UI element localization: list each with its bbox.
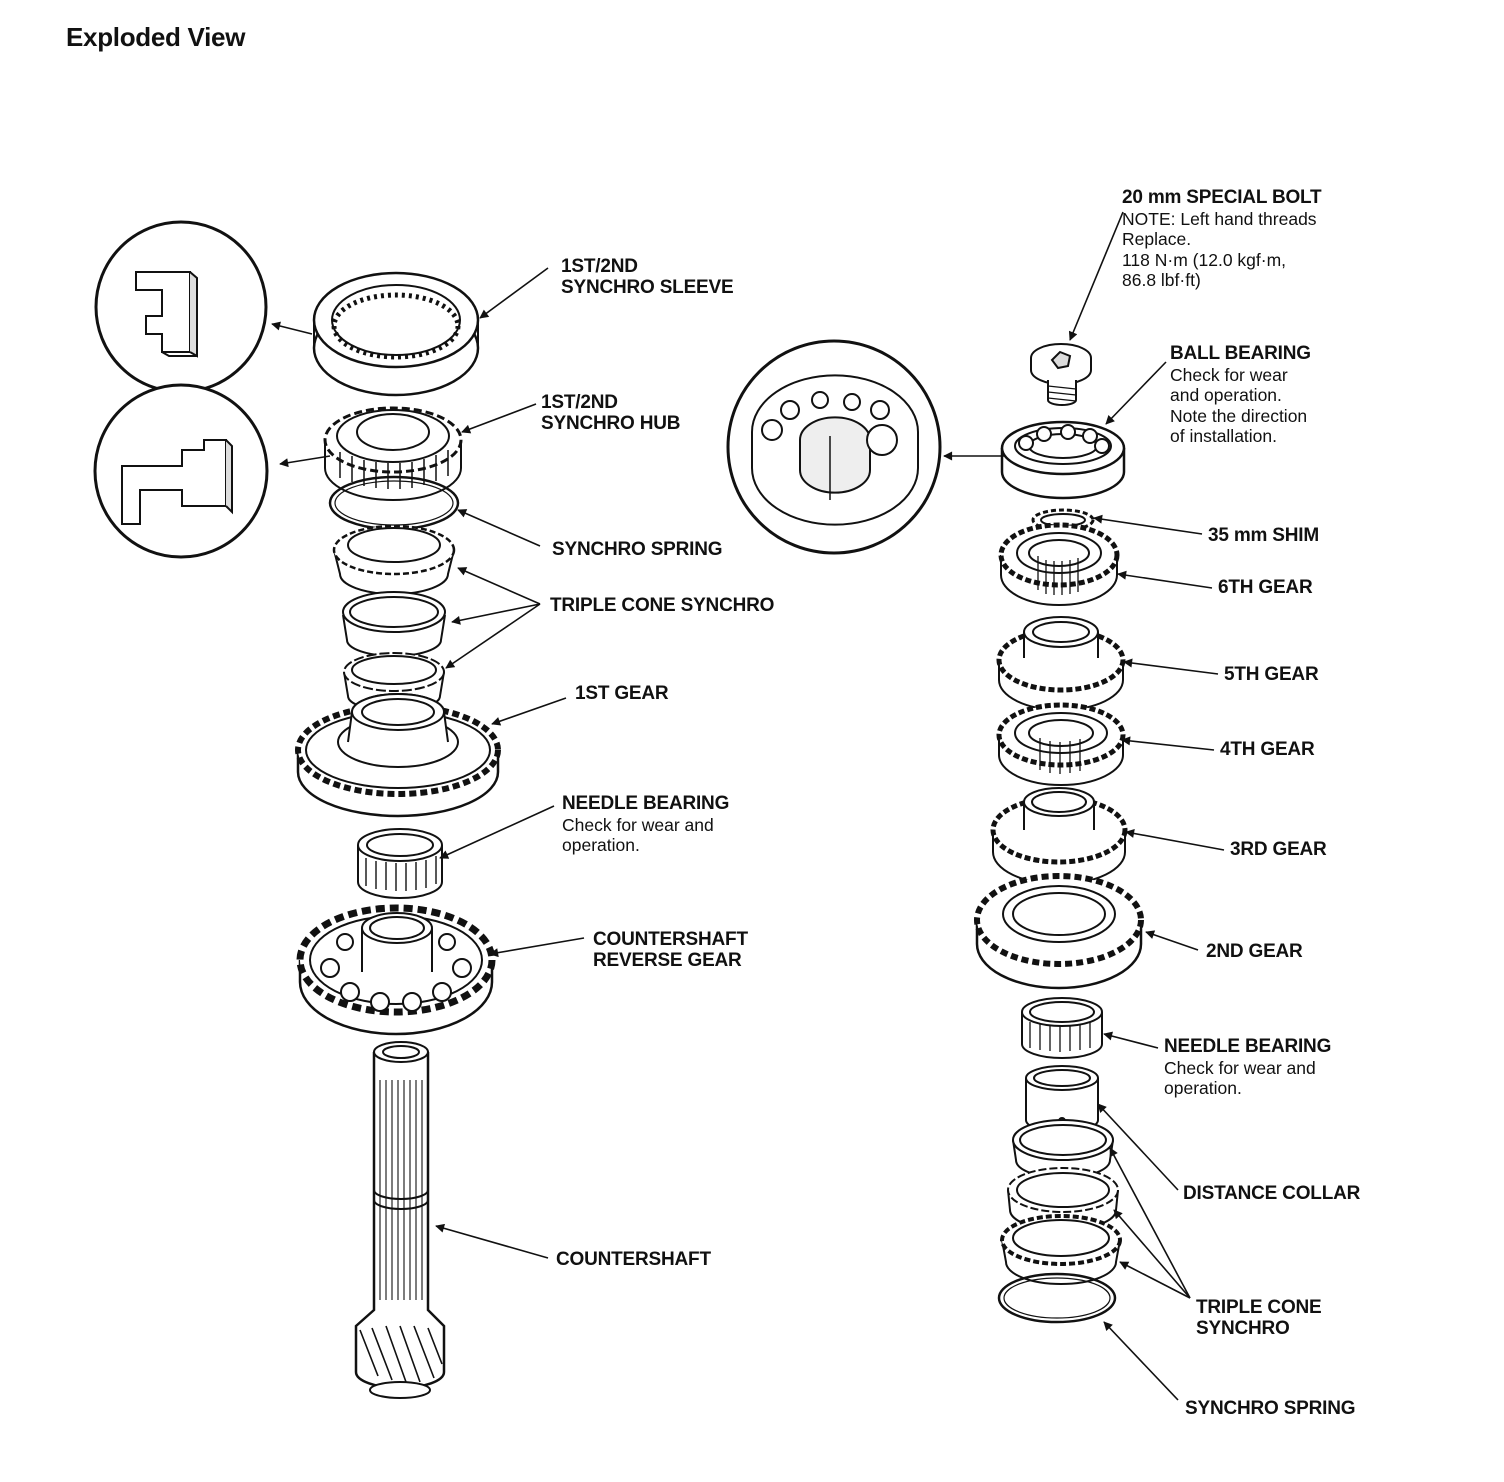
special-bolt-label: 20 mm SPECIAL BOLT NOTE: Left hand threa… xyxy=(1122,187,1322,291)
ball-bearing-note-3: Note the direction xyxy=(1170,405,1308,426)
needle-bearing-right-title: NEEDLE BEARING xyxy=(1164,1036,1332,1057)
ball-bearing-note-4: of installation. xyxy=(1170,426,1278,447)
third-gear-label: 3RD GEAR xyxy=(1230,839,1327,860)
reverse-gear-label: COUNTERSHAFT REVERSE GEAR xyxy=(593,929,748,971)
second-gear-label: 2ND GEAR xyxy=(1206,941,1303,962)
needle-bearing-left-note-1: Check for wear and xyxy=(562,814,714,835)
special-bolt-note-3: 118 N·m (12.0 kgf·m, xyxy=(1122,249,1287,270)
first-gear-part xyxy=(298,694,498,816)
ball-bearing-part xyxy=(1002,422,1124,498)
countershaft-label: COUNTERSHAFT xyxy=(556,1249,711,1270)
needle-bearing-right-note-2: operation. xyxy=(1164,1078,1242,1099)
triple-cone-synchro-left-part xyxy=(334,526,454,711)
hub-label-line1: 1ST/2ND xyxy=(541,392,618,413)
needle-bearing-right-label: NEEDLE BEARING Check for wear and operat… xyxy=(1164,1036,1332,1099)
reverse-gear-label-line2: REVERSE GEAR xyxy=(593,949,742,971)
first-gear-label: 1ST GEAR xyxy=(575,683,669,704)
distance-collar-label: DISTANCE COLLAR xyxy=(1183,1183,1361,1204)
needle-bearing-right-note-1: Check for wear and xyxy=(1164,1057,1316,1078)
sleeve-label-line2: SYNCHRO SLEEVE xyxy=(561,276,734,298)
synchro-spring-left-label: SYNCHRO SPRING xyxy=(552,539,723,560)
fourth-gear-label: 4TH GEAR xyxy=(1220,739,1315,760)
sixth-gear-part xyxy=(1001,525,1117,605)
needle-bearing-left-title: NEEDLE BEARING xyxy=(562,793,730,814)
sleeve-detail-circle xyxy=(96,222,266,392)
triple-cone-synchro-right-line2: SYNCHRO xyxy=(1196,1317,1290,1339)
ball-bearing-title: BALL BEARING xyxy=(1170,343,1311,364)
hub-detail-circle xyxy=(95,385,267,557)
countershaft-part xyxy=(356,1042,444,1398)
ball-bearing-note-1: Check for wear xyxy=(1170,364,1288,385)
reverse-gear-part xyxy=(300,908,492,1034)
fifth-gear-label: 5TH GEAR xyxy=(1224,664,1319,685)
sleeve-label: 1ST/2ND SYNCHRO SLEEVE xyxy=(561,256,734,298)
needle-bearing-right-part xyxy=(1022,998,1102,1058)
ball-bearing-label: BALL BEARING Check for wear and operatio… xyxy=(1170,343,1311,447)
needle-bearing-left-label: NEEDLE BEARING Check for wear and operat… xyxy=(562,793,730,856)
hub-label-line2: SYNCHRO HUB xyxy=(541,412,681,434)
reverse-gear-label-line1: COUNTERSHAFT xyxy=(593,929,748,950)
needle-bearing-left-note-2: operation. xyxy=(562,835,640,856)
sleeve-label-line1: 1ST/2ND xyxy=(561,256,638,277)
ball-bearing-detail-circle xyxy=(728,341,940,553)
needle-bearing-left-part xyxy=(358,829,442,898)
ball-bearing-note-2: and operation. xyxy=(1170,385,1282,406)
page-title: Exploded View xyxy=(66,22,246,52)
special-bolt-note-1: NOTE: Left hand threads xyxy=(1122,208,1317,229)
special-bolt-title: 20 mm SPECIAL BOLT xyxy=(1122,187,1322,208)
synchro-spring-right-label: SYNCHRO SPRING xyxy=(1185,1398,1356,1419)
special-bolt-note-2: Replace. xyxy=(1122,229,1192,250)
triple-cone-synchro-right-line1: TRIPLE CONE xyxy=(1196,1297,1322,1318)
shim-label: 35 mm SHIM xyxy=(1208,525,1319,546)
triple-cone-synchro-right-part xyxy=(1002,1120,1120,1284)
fifth-gear-part xyxy=(999,617,1123,710)
triple-cone-synchro-right-label: TRIPLE CONE SYNCHRO xyxy=(1196,1297,1322,1339)
hub-label: 1ST/2ND SYNCHRO HUB xyxy=(541,392,681,434)
synchro-sleeve-part xyxy=(314,273,478,395)
special-bolt-note-4: 86.8 lbf·ft) xyxy=(1122,270,1201,291)
special-bolt-part xyxy=(1031,344,1091,405)
triple-cone-synchro-left-label: TRIPLE CONE SYNCHRO xyxy=(550,595,775,616)
fourth-gear-part xyxy=(999,705,1123,785)
synchro-spring-right-part xyxy=(999,1274,1115,1322)
third-gear-part xyxy=(993,788,1125,884)
second-gear-part xyxy=(977,876,1141,988)
sixth-gear-label: 6TH GEAR xyxy=(1218,577,1313,598)
